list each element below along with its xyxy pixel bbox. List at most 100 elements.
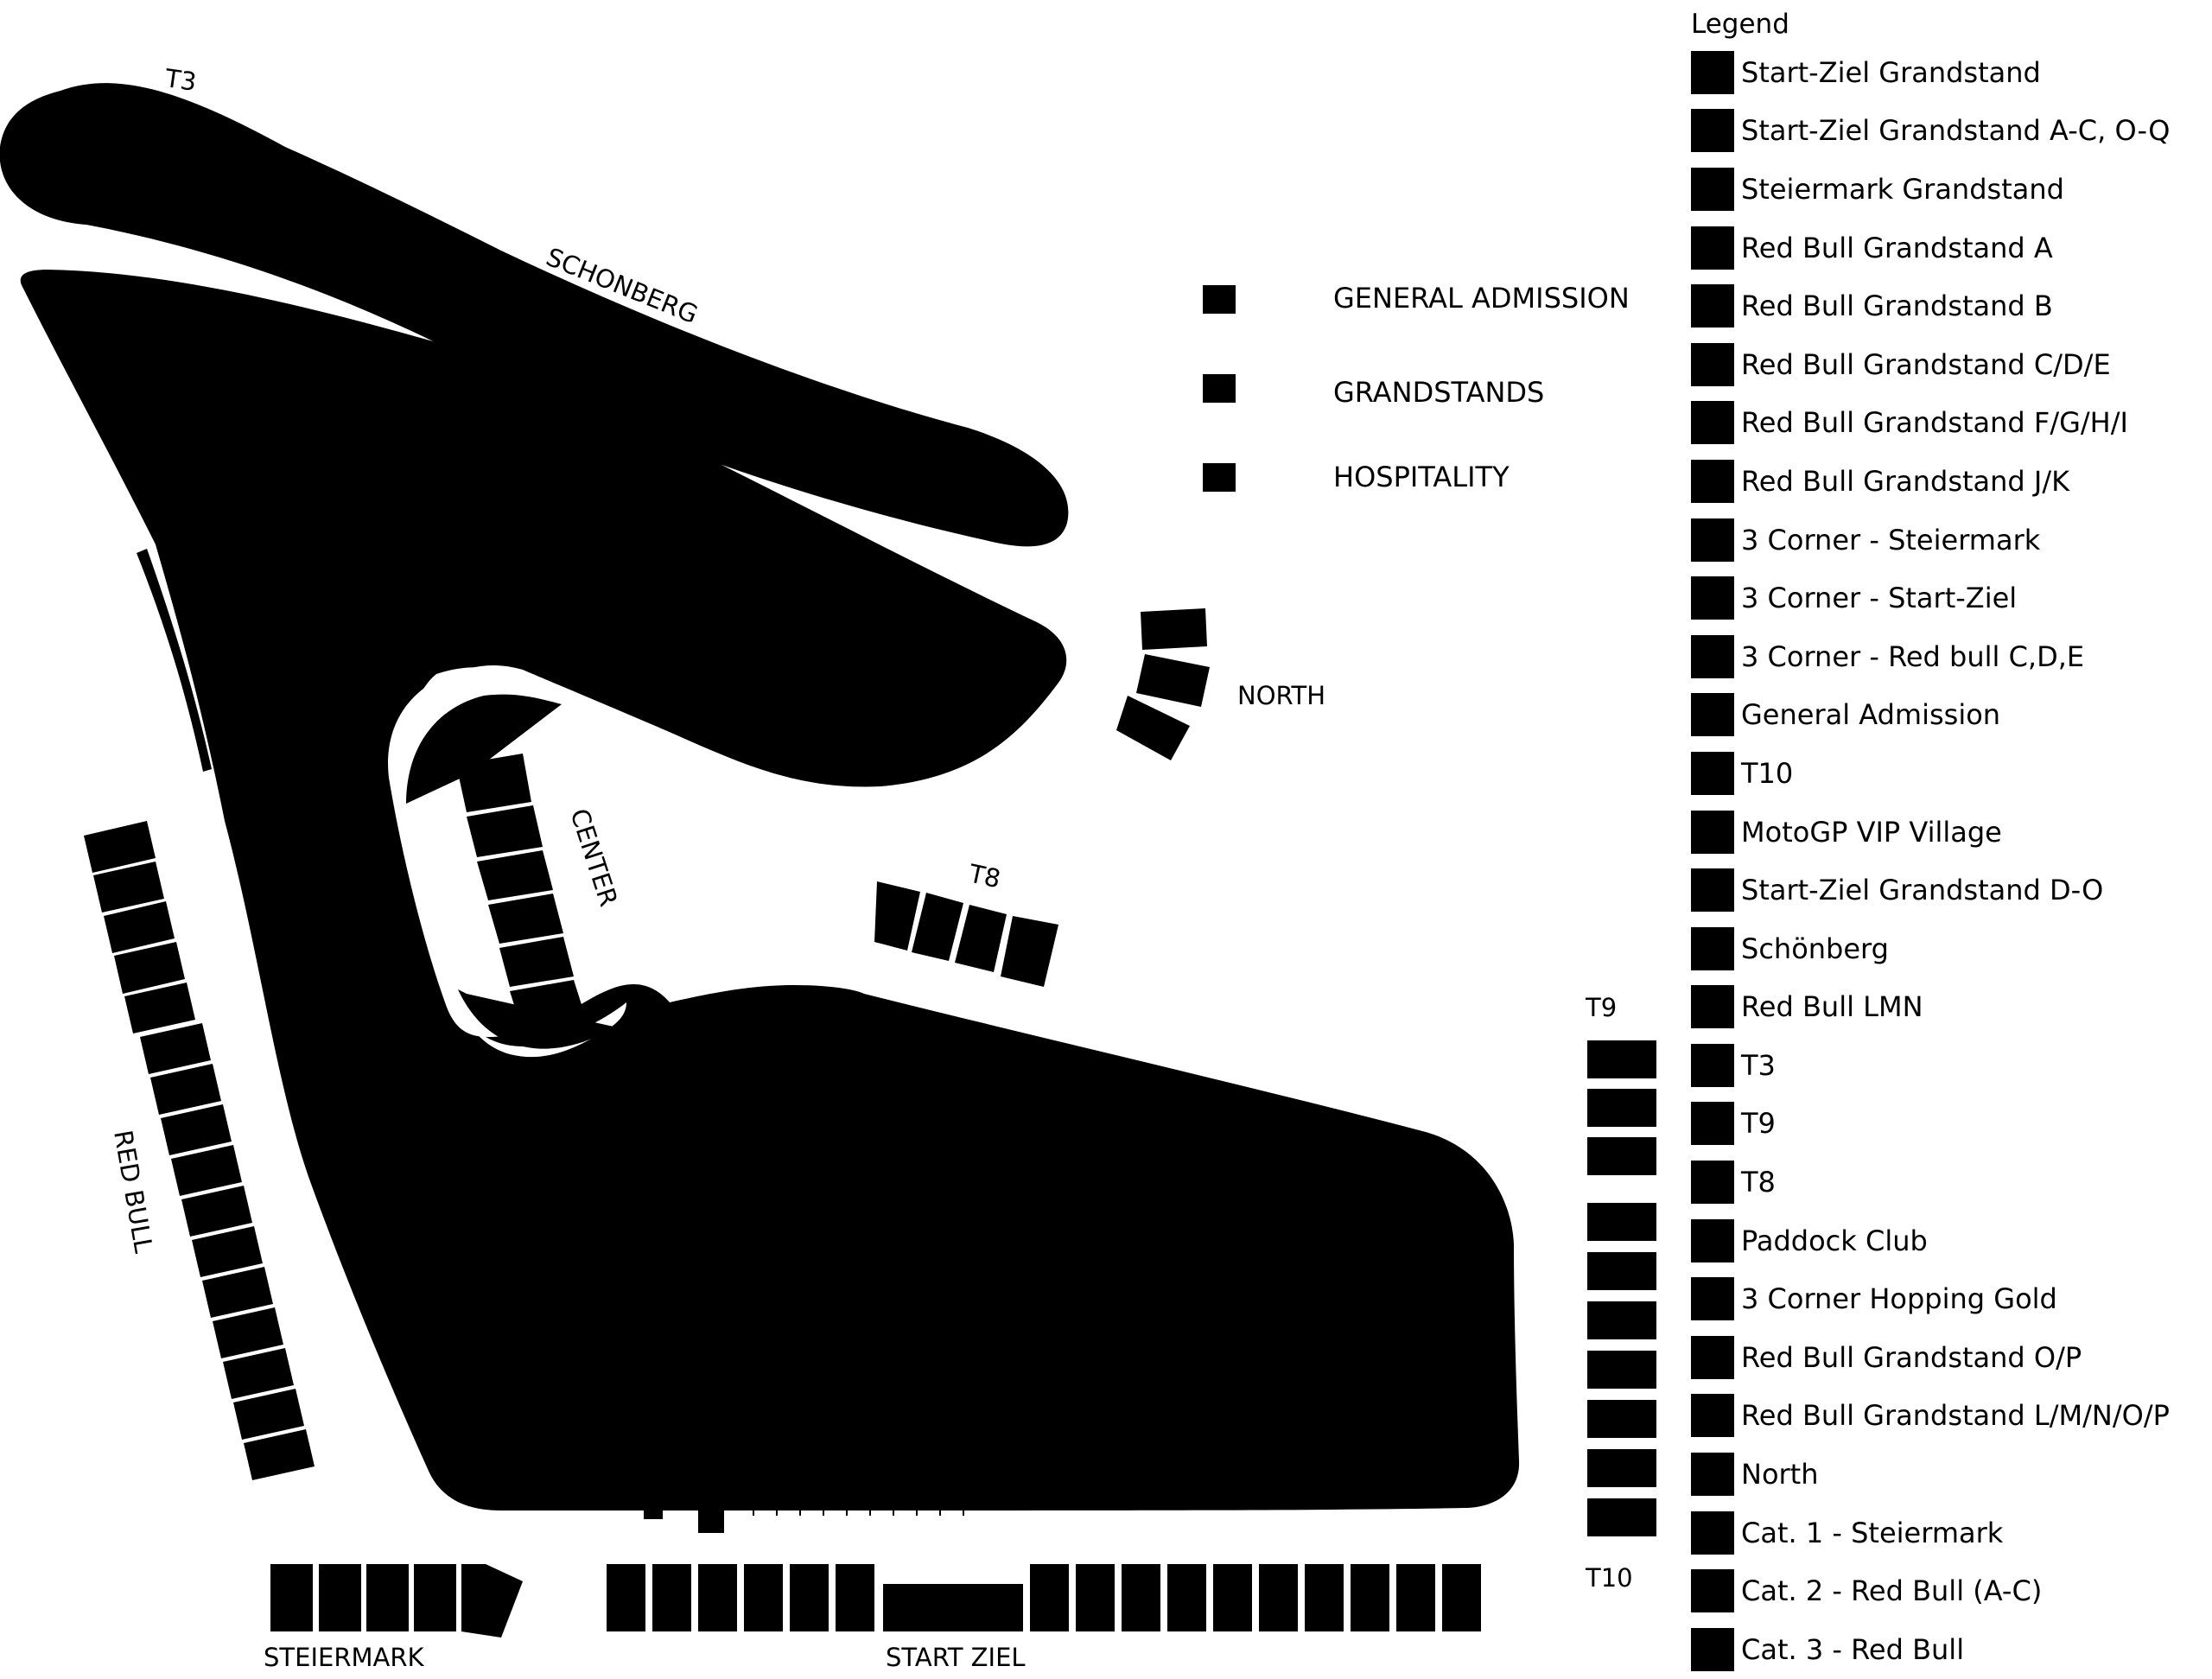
legend-item-label: Red Bull Grandstand O/P (1741, 1340, 2082, 1374)
circuit-map: T3 SCHONBERG NORTH CENTER T8 T9 T10 RED … (0, 63, 1656, 1669)
inner-loop-arc-upper (406, 694, 562, 804)
legend-swatch (1691, 342, 1734, 386)
legend-item[interactable]: 3 Corner - Red bull C,D,E (1691, 627, 2201, 686)
legend-item[interactable]: Cat. 3 - Red Bull (1691, 1620, 2201, 1679)
legend-item-label: Cat. 2 - Red Bull (A-C) (1741, 1574, 2043, 1608)
legend-item[interactable]: T8 (1691, 1153, 2201, 1212)
grandstands-swatch (1203, 374, 1236, 403)
category-key: GENERAL ADMISSION GRANDSTANDS HOSPITALIT… (1203, 282, 1630, 493)
legend-item-label: Start-Ziel Grandstand D-O (1741, 874, 2104, 907)
legend-item-label: 3 Corner - Steiermark (1741, 523, 2041, 556)
general-admission-swatch (1203, 285, 1236, 314)
legend-item[interactable]: Red Bull Grandstand A (1691, 219, 2201, 277)
legend-item-label: 3 Corner - Red bull C,D,E (1741, 639, 2085, 673)
legend-swatch (1691, 518, 1734, 562)
legend-swatch (1691, 868, 1734, 913)
schonberg-track-section[interactable] (0, 83, 1069, 547)
red-bull-stands[interactable] (84, 821, 315, 1480)
legend-item-label: Red Bull LMN (1741, 990, 1923, 1024)
hospitality-swatch (1203, 463, 1236, 492)
legend-item[interactable]: Start-Ziel Grandstand A-C, O-Q (1691, 102, 2201, 161)
label-center: CENTER (564, 805, 623, 910)
legend-item[interactable]: 3 Corner - Steiermark (1691, 511, 2201, 569)
legend-swatch (1691, 1277, 1734, 1321)
legend-item-label: Cat. 1 - Steiermark (1741, 1516, 2004, 1549)
label-north: NORTH (1237, 681, 1325, 710)
legend-item-label: Schönberg (1741, 932, 1889, 965)
legend-item[interactable]: T3 (1691, 1036, 2201, 1095)
legend-swatch (1691, 226, 1734, 270)
legend-swatch (1691, 1453, 1734, 1497)
legend-item-label: Red Bull Grandstand B (1741, 289, 2053, 323)
legend-item[interactable]: MotoGP VIP Village (1691, 803, 2201, 862)
legend-item[interactable]: Start-Ziel Grandstand D-O (1691, 861, 2201, 919)
label-t10: T10 (1585, 1563, 1633, 1593)
legend-item[interactable]: Cat. 2 - Red Bull (A-C) (1691, 1561, 2201, 1620)
legend-item-label: Steiermark Grandstand (1741, 172, 2064, 206)
legend-item-label: General Admission (1741, 698, 2001, 732)
legend-item-label: 3 Corner Hopping Gold (1741, 1282, 2057, 1316)
label-start-ziel: START ZIEL (886, 1643, 1026, 1669)
legend-item-label: Start-Ziel Grandstand (1741, 55, 2041, 89)
legend-item[interactable]: 3 Corner - Start-Ziel (1691, 569, 2201, 627)
legend-item[interactable]: T10 (1691, 744, 2201, 803)
legend-item-label: Paddock Club (1741, 1224, 1928, 1257)
legend-item[interactable]: Start-Ziel Grandstand (1691, 43, 2201, 102)
legend-item[interactable]: Red Bull LMN (1691, 978, 2201, 1037)
legend-swatch (1691, 1218, 1734, 1262)
legend-swatch (1691, 634, 1734, 678)
center-stands[interactable] (456, 754, 584, 1024)
legend-item[interactable]: Steiermark Grandstand (1691, 160, 2201, 219)
start-ziel-stands[interactable] (607, 1564, 1481, 1631)
legend-swatch (1691, 810, 1734, 854)
legend-swatch (1691, 1161, 1734, 1205)
legend-item[interactable]: Red Bull Grandstand F/G/H/I (1691, 394, 2201, 453)
legend-item-label: North (1741, 1458, 1819, 1491)
key-grandstands: GRANDSTANDS (1333, 376, 1544, 409)
legend-item[interactable]: North (1691, 1445, 2201, 1504)
legend-item[interactable]: Red Bull Grandstand B (1691, 277, 2201, 335)
pit-lane-markers (644, 1504, 964, 1533)
legend-item[interactable]: Red Bull Grandstand J/K (1691, 452, 2201, 511)
legend-item-label: Red Bull Grandstand J/K (1741, 464, 2070, 498)
label-steiermark: STEIERMARK (264, 1643, 424, 1669)
legend-item-label: MotoGP VIP Village (1741, 815, 2002, 849)
label-t9: T9 (1585, 993, 1617, 1022)
legend-item-label: 3 Corner - Start-Ziel (1741, 582, 2018, 615)
legend-swatch (1691, 1043, 1734, 1087)
legend-swatch (1691, 459, 1734, 503)
north-stands[interactable] (1116, 608, 1210, 760)
key-general-admission: GENERAL ADMISSION (1333, 282, 1630, 315)
legend-swatch (1691, 751, 1734, 795)
legend-swatch (1691, 1394, 1734, 1438)
t9-t10-stands[interactable] (1587, 1040, 1656, 1536)
legend-swatch (1691, 985, 1734, 1029)
label-red-bull: RED BULL (108, 1128, 158, 1255)
label-t8: T8 (966, 858, 1003, 894)
legend-swatch (1691, 167, 1734, 211)
legend-item[interactable]: Red Bull Grandstand L/M/N/O/P (1691, 1387, 2201, 1446)
legend-swatch (1691, 1335, 1734, 1379)
steiermark-stands[interactable] (270, 1564, 523, 1638)
legend-swatch (1691, 926, 1734, 970)
legend-item[interactable]: Schönberg (1691, 919, 2201, 978)
main-track-area[interactable] (20, 270, 1520, 1510)
legend-swatch (1691, 576, 1734, 620)
legend-item-label: T9 (1741, 1107, 1776, 1141)
t8-stands[interactable] (874, 881, 1058, 987)
legend-swatch (1691, 1627, 1734, 1671)
legend-item[interactable]: Paddock Club (1691, 1212, 2201, 1270)
legend-item[interactable]: Red Bull Grandstand O/P (1691, 1328, 2201, 1387)
legend-item[interactable]: Cat. 1 - Steiermark (1691, 1504, 2201, 1562)
legend-swatch (1691, 401, 1734, 445)
legend-item[interactable]: Red Bull Grandstand C/D/E (1691, 335, 2201, 394)
legend-item-label: Red Bull Grandstand F/G/H/I (1741, 406, 2128, 440)
legend-item[interactable]: 3 Corner Hopping Gold (1691, 1269, 2201, 1328)
legend-swatch (1691, 109, 1734, 153)
legend-swatch (1691, 1569, 1734, 1613)
legend-swatch (1691, 284, 1734, 328)
legend-item[interactable]: T9 (1691, 1095, 2201, 1154)
legend-item[interactable]: General Admission (1691, 686, 2201, 745)
red-bull-boundary-strip (137, 549, 212, 772)
